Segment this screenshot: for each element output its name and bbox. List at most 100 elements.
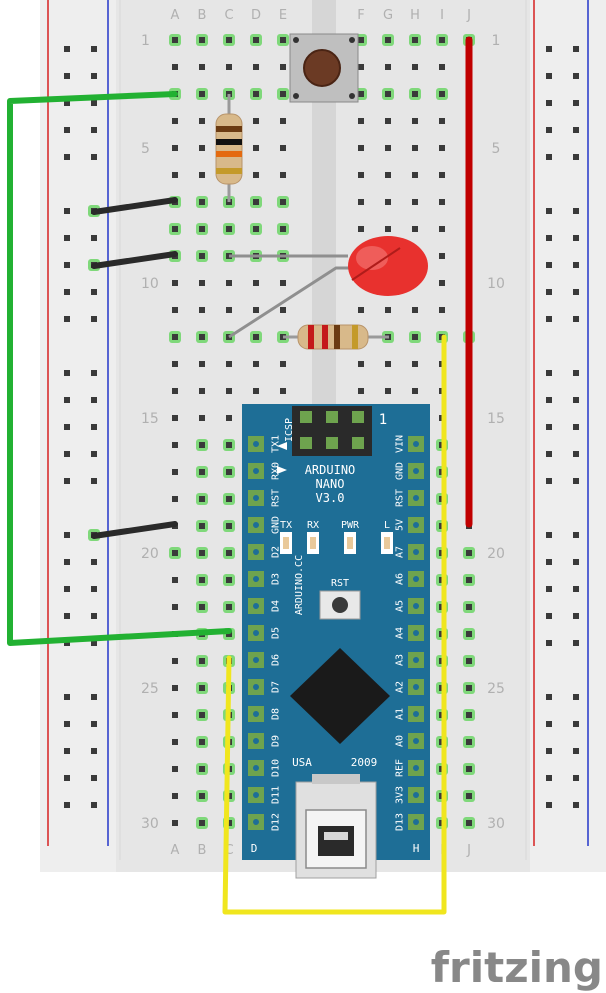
breadboard-hole [199,415,205,421]
arduino-nano-board[interactable]: ICSP 1 ARDUINO NANO V3.0 TX RX PWR L ARD… [242,404,430,879]
rail-hole [573,100,579,106]
breadboard-hole [172,577,178,583]
breadboard-hole [172,685,178,691]
breadboard-hole [280,64,286,70]
rx-arrow-icon [277,466,287,474]
rail-hole [546,694,552,700]
breadboard-hole [253,199,259,205]
rail-hole [573,289,579,295]
rail-hole [91,370,97,376]
breadboard-hole [358,145,364,151]
breadboard-hole [199,253,205,259]
breadboard-hole [439,37,445,43]
breadboard-hole [466,550,472,556]
rail-hole [91,289,97,295]
rail-hole [546,613,552,619]
green-wire[interactable] [7,91,232,646]
led-label-pwr: PWR [341,520,360,531]
rail-hole [573,586,579,592]
rail-hole [64,748,70,754]
rail-hole [91,100,97,106]
pin-label-left: D2 [271,546,282,558]
breadboard-hole [253,37,259,43]
rail-hole [573,748,579,754]
breadboard-hole [358,361,364,367]
pin-label-right: GND [395,462,406,480]
rail-hole [546,235,552,241]
rail-hole [573,478,579,484]
rail-hole [546,370,552,376]
breadboard-hole [172,64,178,70]
rail-hole [64,73,70,79]
reset-button[interactable] [319,590,361,620]
resistor-horizontal[interactable] [283,324,389,350]
breadboard-hole [412,118,418,124]
column-label-a: A [171,843,180,858]
breadboard-hole [253,145,259,151]
pin-label-right: VIN [395,435,406,453]
breadboard-hole [385,388,391,394]
column-label-a: A [171,8,180,23]
rail-hole [64,694,70,700]
breadboard-hole [253,334,259,340]
rail-hole [546,208,552,214]
row-number-15: 15 [141,411,159,427]
column-label-b: B [198,843,207,858]
board-title-1: ARDUINO [305,463,356,477]
breadboard-hole [253,226,259,232]
breadboard-hole [226,226,232,232]
breadboard-hole [412,64,418,70]
rail-hole [573,424,579,430]
pin-label-right: A4 [395,627,406,639]
breadboard-hole [172,739,178,745]
rail-hole [573,559,579,565]
red-led[interactable] [228,236,428,339]
pin-label-right: A3 [395,654,406,666]
fritzing-logo: fritzing [431,943,603,992]
breadboard-hole [199,577,205,583]
rail-hole [64,775,70,781]
yellow-wire[interactable] [222,334,447,915]
breadboard-hole [358,307,364,313]
rail-hole [573,370,579,376]
breadboard-hole [172,496,178,502]
rail-hole [546,640,552,646]
resistor-vertical[interactable] [215,94,243,202]
breadboard-hole [226,307,232,313]
breadboard-hole [385,118,391,124]
rail-hole [546,73,552,79]
breadboard-hole [358,172,364,178]
microcontroller-chip [290,648,390,744]
push-button[interactable] [289,33,359,103]
site-label: ARDUINO.CC [294,555,305,615]
pin-label-left: D12 [271,813,282,831]
tx-arrow-icon [277,442,287,450]
led-label-l: L [384,520,390,531]
black-jumper-wires[interactable] [91,197,178,539]
breadboard-hole [172,172,178,178]
breadboard-hole [439,307,445,313]
pin-label-left: TX1 [271,435,282,453]
breadboard-hole [226,388,232,394]
breadboard-hole [172,226,178,232]
breadboard-hole [226,469,232,475]
led-label-tx: TX [280,520,292,531]
breadboard-hole [172,118,178,124]
breadboard-hole [253,307,259,313]
breadboard-hole [280,226,286,232]
rail-hole [64,235,70,241]
breadboard-hole [280,145,286,151]
breadboard-hole [199,739,205,745]
rail-hole [91,478,97,484]
breadboard-hole [280,307,286,313]
row-number-20: 20 [487,546,505,562]
rail-hole [546,721,552,727]
breadboard-hole [412,172,418,178]
right-power-rail [530,0,606,872]
corner-h: H [413,842,420,855]
breadboard-hole [412,37,418,43]
pin-label-right: A7 [395,546,406,558]
rail-hole [91,451,97,457]
rail-hole [546,100,552,106]
breadboard-hole [226,442,232,448]
